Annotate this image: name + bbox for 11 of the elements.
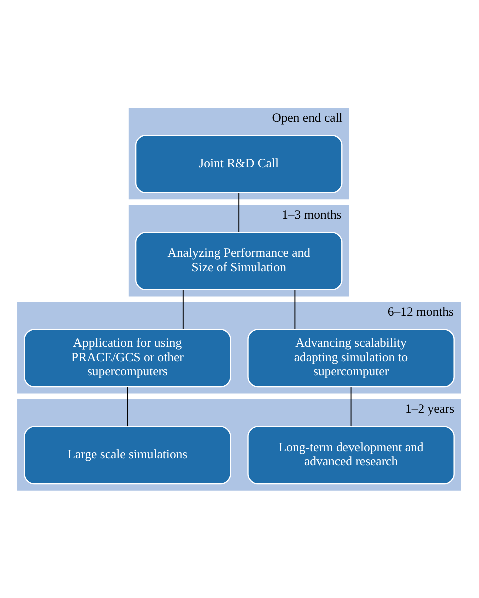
connector bbox=[294, 289, 296, 330]
connector bbox=[127, 386, 128, 426]
node-box: Analyzing Performance and Size of Simulation bbox=[135, 232, 343, 290]
node-box: Application for using PRACE/GCS or other supercomputers bbox=[24, 328, 232, 388]
node-box: Advancing scalability adapting simulation to supercomputer bbox=[248, 328, 455, 388]
node-box: Joint R&D Call bbox=[135, 134, 343, 193]
connector bbox=[182, 289, 184, 330]
connector bbox=[350, 386, 352, 426]
connector bbox=[238, 192, 240, 232]
node-box: Long-term development and advanced research bbox=[248, 426, 455, 484]
node-box: Large scale simulations bbox=[24, 426, 232, 484]
